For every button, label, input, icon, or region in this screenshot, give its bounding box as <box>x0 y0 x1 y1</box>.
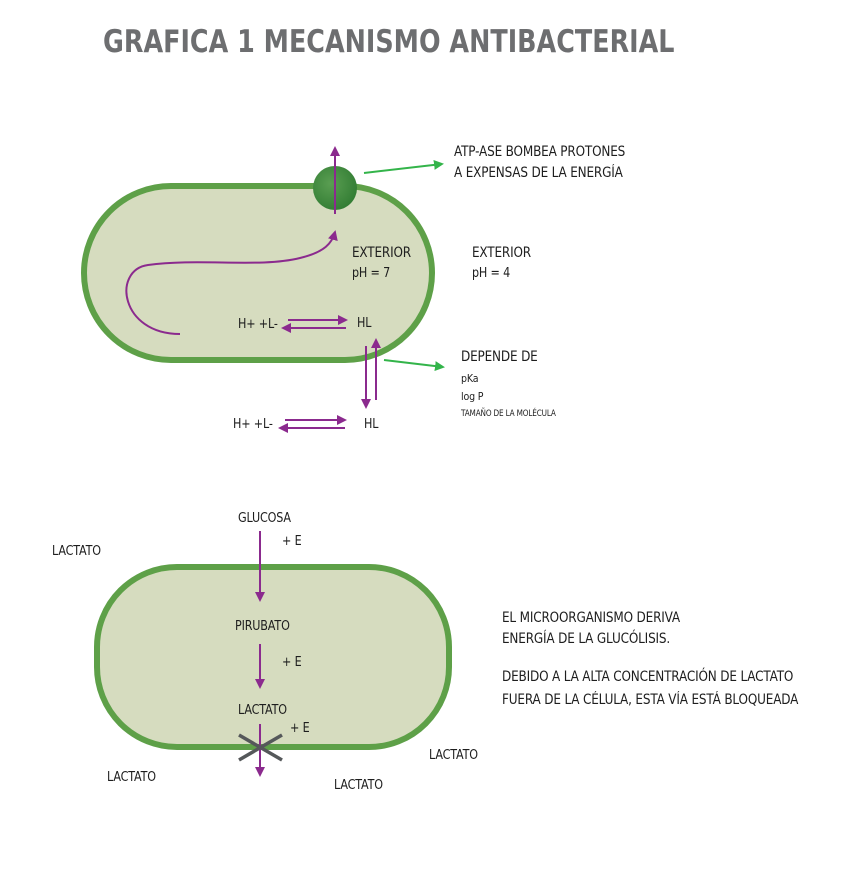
lactato-inner-label: LACTATO <box>238 703 287 718</box>
tamano-label: TAMAÑO DE LA MOLÉCULA <box>461 409 556 419</box>
glucosa-label: GLUCOSA <box>238 511 291 526</box>
pka-label: pKa <box>461 372 479 385</box>
plus-e-label-2: + E <box>282 655 302 670</box>
note-line-3: DEBIDO A LA ALTA CONCENTRACIÓN DE LACTAT… <box>502 669 794 685</box>
note-line-1: EL MICROORGANISMO DERIVA <box>502 610 681 626</box>
atpase-label-line2: A EXPENSAS DE LA ENERGÍA <box>454 165 623 181</box>
lactato-right-label: LACTATO <box>429 748 478 763</box>
inside-ph-label: pH = 7 <box>352 266 391 281</box>
plus-e-label-3: + E <box>290 721 310 736</box>
inside-ions-label: H+ +L- <box>238 317 278 332</box>
inside-exterior-label: EXTERIOR <box>352 245 411 261</box>
page-title: GRAFICA 1 MECANISMO ANTIBACTERIAL <box>103 24 675 60</box>
lactato-bottom-left-label: LACTATO <box>107 770 156 785</box>
inside-hl-label: HL <box>357 316 372 331</box>
note-line-4: FUERA DE LA CÉLULA, ESTA VÍA ESTÁ BLOQUE… <box>502 692 799 708</box>
plus-e-label-1: + E <box>282 534 302 549</box>
lactato-top-left-label: LACTATO <box>52 544 101 559</box>
blocked-cross-icon <box>238 733 283 762</box>
outside-ph-label: pH = 4 <box>472 266 511 281</box>
atpase-label-line1: ATP-ASE BOMBEA PROTONES <box>454 144 626 160</box>
depende-pointer-arrow <box>383 359 445 372</box>
lactato-bottom-center-label: LACTATO <box>334 778 383 793</box>
atpase-pointer-arrow <box>363 159 444 174</box>
pirubato-label: PIRUBATO <box>235 619 290 634</box>
logp-label: log P <box>461 390 484 403</box>
bacterial-cell-2 <box>94 564 452 750</box>
depende-label: DEPENDE DE <box>461 349 538 365</box>
note-line-2: ENERGÍA DE LA GLUCÓLISIS. <box>502 631 671 647</box>
outside-exterior-label: EXTERIOR <box>472 245 531 261</box>
outside-ions-label: H+ +L- <box>233 417 273 432</box>
proton-path-curve <box>125 230 338 335</box>
outside-hl-label: HL <box>364 417 379 432</box>
